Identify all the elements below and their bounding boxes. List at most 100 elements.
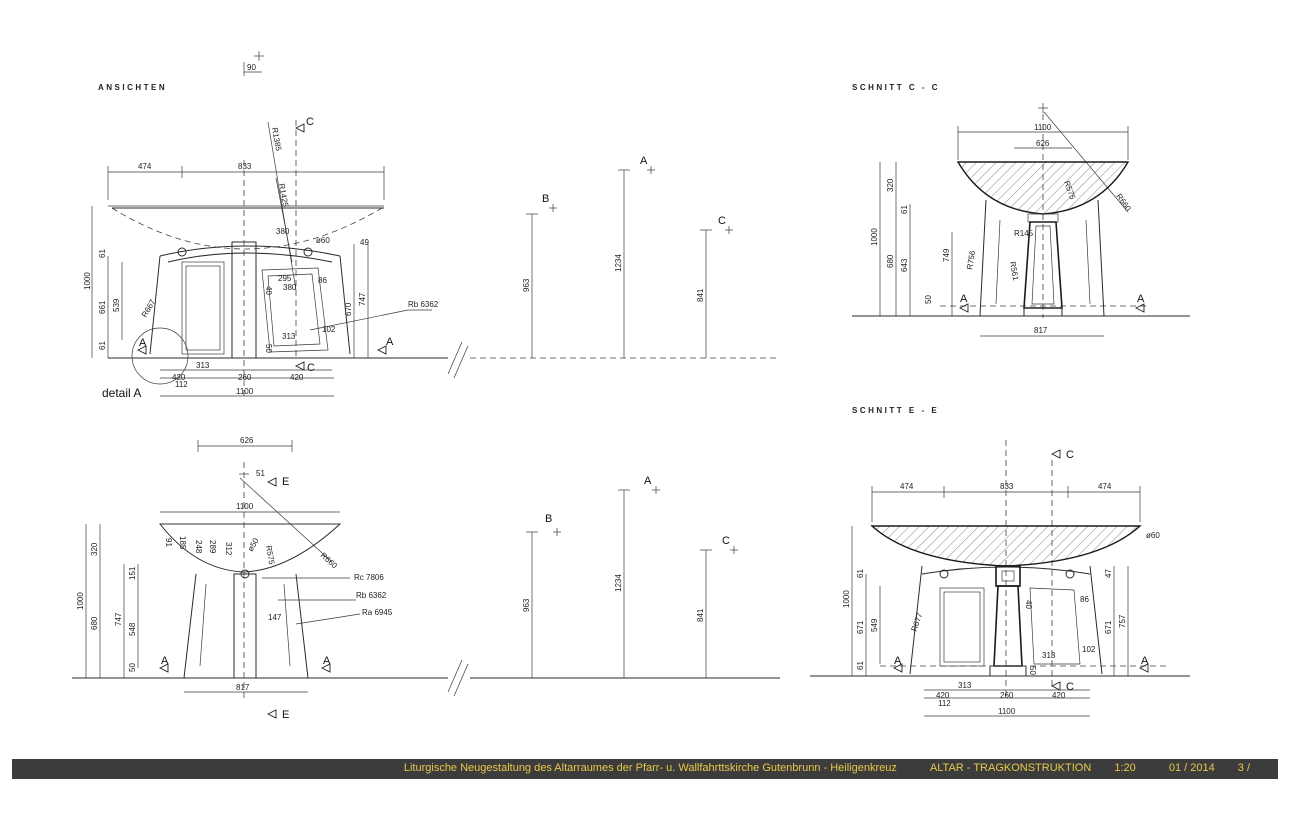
dim-320-v2: 320 [90,542,99,556]
footer-text: Liturgische Neugestaltung des Altarraume… [400,762,1250,774]
label-a-v2-right: A [323,655,331,667]
dim-ee-474a: 474 [900,482,914,491]
dim-539: 539 [112,298,121,312]
dim-61a: 61 [98,249,107,258]
dim-670: 670 [344,302,353,316]
dim-phi60: ø60 [316,236,330,245]
label-c-top: C [306,116,314,128]
label-a-cc-right: A [1137,293,1145,305]
dim-cc-50: 50 [924,295,933,304]
dim-380b: 380 [283,283,297,292]
dim-747: 747 [358,292,367,306]
dim-817-v2: 817 [236,683,250,692]
dim-313b: 313 [282,332,296,341]
dim-747-v2: 747 [114,612,123,626]
label-a-ee-right: A [1141,655,1149,667]
label-c-bottom: C [307,362,315,374]
dim-ee-671b: 671 [1104,620,1113,634]
dim-ee-474b: 474 [1098,482,1112,491]
dim-ee-757: 757 [1118,614,1127,628]
dim-cc-r561: R561 [1008,261,1020,282]
dim-295: 295 [278,274,292,283]
dim-ee-86: 86 [1080,595,1089,604]
dim-185: 185 [178,536,187,550]
dim-841-upper: 841 [696,288,705,302]
dim-ee-1100: 1100 [998,707,1016,716]
dim-1234-lower: 1234 [614,574,623,592]
dim-cc-626: 626 [1036,139,1050,148]
dim-312: 312 [224,542,233,556]
dim-r575: R575 [264,545,276,566]
dim-cc-r756: R756 [965,249,977,270]
label-a-right: A [386,336,394,348]
label-a-lower: A [644,475,652,487]
dim-ee-61a: 61 [856,569,865,578]
dim-phi50: ø50 [246,536,261,553]
dim-380a: 380 [276,227,290,236]
heading-section-ee: SCHNITT E - E [852,406,939,415]
dim-1000-v2: 1000 [76,592,85,610]
dim-ee-549: 549 [870,618,879,632]
dim-r1425: R1425 [277,183,290,208]
dim-260: 260 [238,373,252,382]
dim-ee-671a: 671 [856,620,865,634]
dim-ee-1000: 1000 [842,590,851,608]
dim-61b: 61 [98,341,107,350]
dim-50: 50 [264,344,273,353]
heading-section-cc: SCHNITT C - C [852,83,940,92]
dim-963-upper: 963 [522,278,531,292]
dim-rb6362-v2: Rb 6362 [356,591,387,600]
label-c-ee-top: C [1066,449,1074,461]
dim-626: 626 [240,436,254,445]
dim-r1385: R1385 [270,127,283,152]
dim-cc-r660: R660 [1114,192,1133,213]
label-a-upper: A [640,155,648,167]
footer-project: Liturgische Neugestaltung des Altarraume… [403,762,897,774]
dim-cc-61: 61 [900,205,909,214]
dim-ee-phi60: ø60 [1146,531,1160,540]
label-a-v2-left: A [161,655,169,667]
label-detail-a: detail A [102,386,141,400]
dim-102: 102 [322,325,336,334]
dim-ee-47: 47 [1104,569,1113,578]
label-b-upper: B [542,193,549,205]
label-c-ee-bottom: C [1066,681,1074,693]
dim-289: 289 [208,540,217,554]
dim-ee-50: 50 [1028,666,1037,675]
dim-ee-420b: 420 [1052,691,1066,700]
dim-420b: 420 [290,373,304,382]
dim-ee-102: 102 [1082,645,1096,654]
dim-cc-1100: 1100 [1034,123,1052,132]
dim-1100-v2: 1100 [236,502,254,511]
label-a-cc-left: A [960,293,968,305]
heading-views: ANSICHTEN [98,83,167,92]
dim-680-v2: 680 [90,616,99,630]
dim-ee-833: 833 [1000,482,1014,491]
dim-420a: 420 [172,373,186,382]
dim-r660: R660 [319,551,340,571]
dim-cc-817: 817 [1034,326,1048,335]
dim-661: 661 [98,300,107,314]
dim-cc-r145: R145 [1014,229,1034,238]
dim-1000: 1000 [83,272,92,290]
footer-sheet: 3 / [1237,762,1250,774]
dim-40: 40 [264,286,273,295]
dim-151: 151 [128,566,137,580]
dim-1100: 1100 [236,387,254,396]
section-ee: C 474 833 474 ø60 40 86 313 50 102 R677 [810,440,1190,717]
height-marks-upper: B 963 A 1234 C 841 [522,155,733,358]
view-front-elevation: 90 C 474 833 R1385 R1425 380 [83,51,780,400]
dim-248: 248 [194,540,203,554]
section-cc: 1100 626 R660 R575 R145 R561 R756 320 10… [852,103,1190,337]
dim-112: 112 [175,380,188,389]
dim-841-lower: 841 [696,608,705,622]
footer-title: ALTAR - TRAGKONSTRUKTION [929,762,1092,774]
dim-ee-420a: 420 [936,691,950,700]
label-a-left: A [139,337,147,349]
dim-ra6945: Ra 6945 [362,608,393,617]
dim-ee-61b: 61 [856,661,865,670]
dim-548: 548 [128,622,137,636]
dim-50-v2: 50 [128,663,137,672]
label-e-top: E [282,476,289,488]
